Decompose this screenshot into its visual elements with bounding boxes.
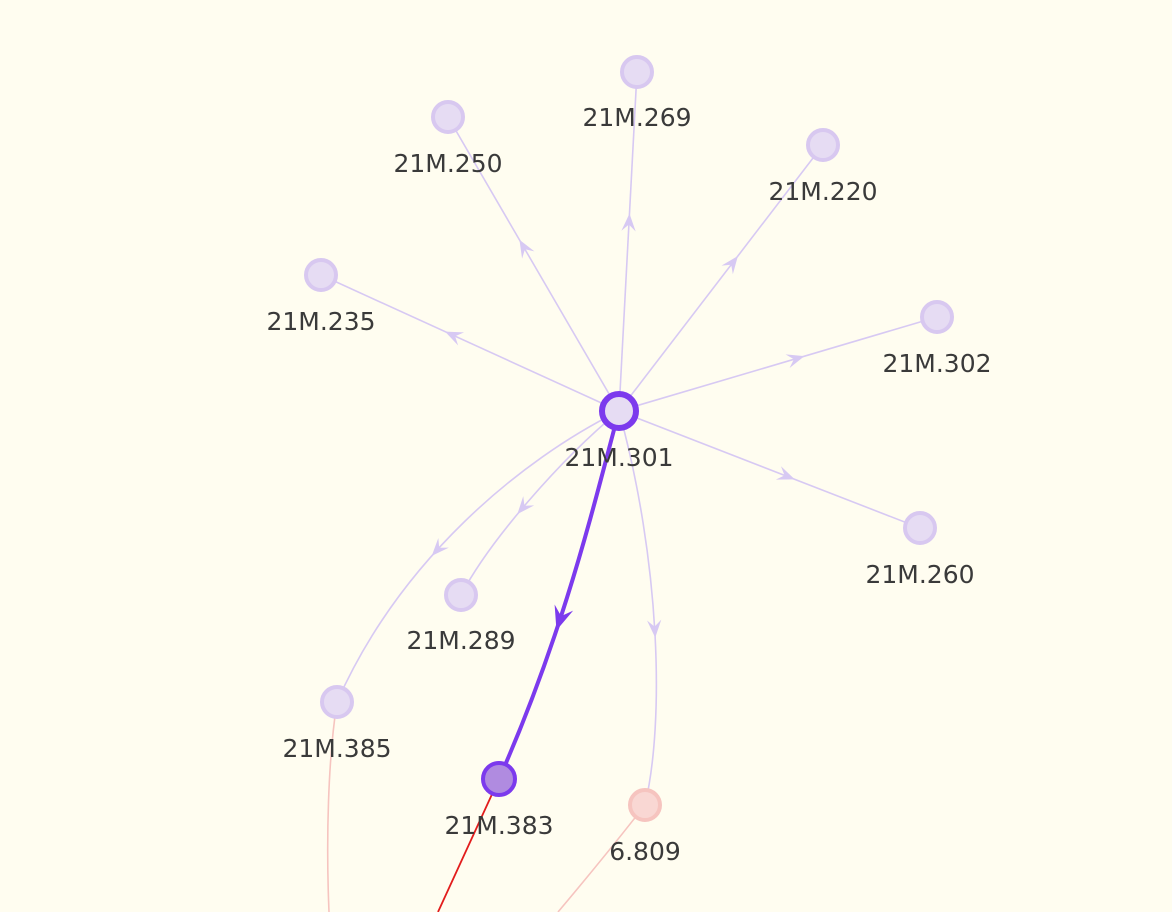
arrowhead-n301-n250 bbox=[519, 239, 535, 259]
edge-n6809-offscreen[interactable] bbox=[557, 804, 646, 912]
node-n269[interactable]: 21M.269 bbox=[582, 55, 692, 132]
arrowhead-n301-n302 bbox=[785, 354, 805, 369]
edge-n301-n383[interactable] bbox=[497, 410, 621, 780]
node-label-n220: 21M.220 bbox=[768, 177, 877, 206]
nodes-layer: 21M.301 21M.269 21M.250 21M.220 21M.235 21M.3… bbox=[266, 55, 992, 866]
node-n6809[interactable]: 6.809 bbox=[609, 788, 681, 866]
edge-n383-offscreen[interactable] bbox=[437, 778, 500, 912]
node-n260[interactable]: 21M.260 bbox=[865, 511, 975, 589]
node-circle-n289[interactable] bbox=[444, 578, 478, 612]
arrowhead-n301-n289 bbox=[517, 496, 535, 515]
edge-n301-n235[interactable] bbox=[320, 274, 620, 412]
node-n250[interactable]: 21M.250 bbox=[393, 100, 503, 178]
node-n301[interactable]: 21M.301 bbox=[564, 391, 674, 472]
node-circle-n250[interactable] bbox=[431, 100, 465, 134]
node-circle-n385[interactable] bbox=[320, 685, 354, 719]
arrowhead-n301-n6809 bbox=[647, 619, 662, 638]
arrowhead-n301-n260 bbox=[775, 466, 795, 480]
node-label-n289: 21M.289 bbox=[406, 626, 515, 655]
node-n302[interactable]: 21M.302 bbox=[882, 300, 992, 378]
node-circle-n301[interactable] bbox=[599, 391, 639, 431]
node-circle-n235[interactable] bbox=[304, 258, 338, 292]
edge-n301-n260[interactable] bbox=[618, 410, 921, 529]
node-circle-n6809[interactable] bbox=[628, 788, 662, 822]
edge-n301-n250[interactable] bbox=[447, 116, 620, 412]
node-n383[interactable]: 21M.383 bbox=[444, 761, 554, 840]
node-label-n250: 21M.250 bbox=[393, 149, 502, 178]
edge-n301-n289[interactable] bbox=[460, 410, 620, 596]
node-n235[interactable]: 21M.235 bbox=[266, 258, 376, 336]
node-n385[interactable]: 21M.385 bbox=[282, 685, 392, 763]
node-label-n301: 21M.301 bbox=[564, 443, 673, 472]
arrowhead-n301-n220 bbox=[721, 255, 738, 275]
edge-n301-n269[interactable] bbox=[618, 71, 638, 412]
node-label-n385: 21M.385 bbox=[282, 734, 391, 763]
arrowhead-n301-n269 bbox=[621, 213, 636, 232]
node-label-n383: 21M.383 bbox=[444, 811, 553, 840]
node-n220[interactable]: 21M.220 bbox=[768, 128, 878, 206]
arrowhead-n301-n383 bbox=[554, 604, 574, 631]
node-n289[interactable]: 21M.289 bbox=[406, 578, 516, 655]
node-circle-n220[interactable] bbox=[806, 128, 840, 162]
edge-n301-n385[interactable] bbox=[336, 410, 620, 703]
arrowhead-n301-n385 bbox=[431, 538, 449, 556]
node-label-n269: 21M.269 bbox=[582, 103, 691, 132]
edge-n301-n220[interactable] bbox=[618, 144, 824, 412]
node-circle-n383[interactable] bbox=[481, 761, 517, 797]
node-circle-n302[interactable] bbox=[920, 300, 954, 334]
node-circle-n260[interactable] bbox=[903, 511, 937, 545]
edges-layer bbox=[320, 71, 938, 912]
edge-n385-offscreen[interactable] bbox=[326, 701, 338, 912]
edge-n301-n302[interactable] bbox=[618, 316, 938, 412]
node-circle-n269[interactable] bbox=[620, 55, 654, 89]
node-label-n302: 21M.302 bbox=[882, 349, 991, 378]
arrowhead-n301-n235 bbox=[445, 331, 465, 346]
node-label-n6809: 6.809 bbox=[609, 837, 681, 866]
node-label-n235: 21M.235 bbox=[266, 307, 375, 336]
node-label-n260: 21M.260 bbox=[865, 560, 974, 589]
